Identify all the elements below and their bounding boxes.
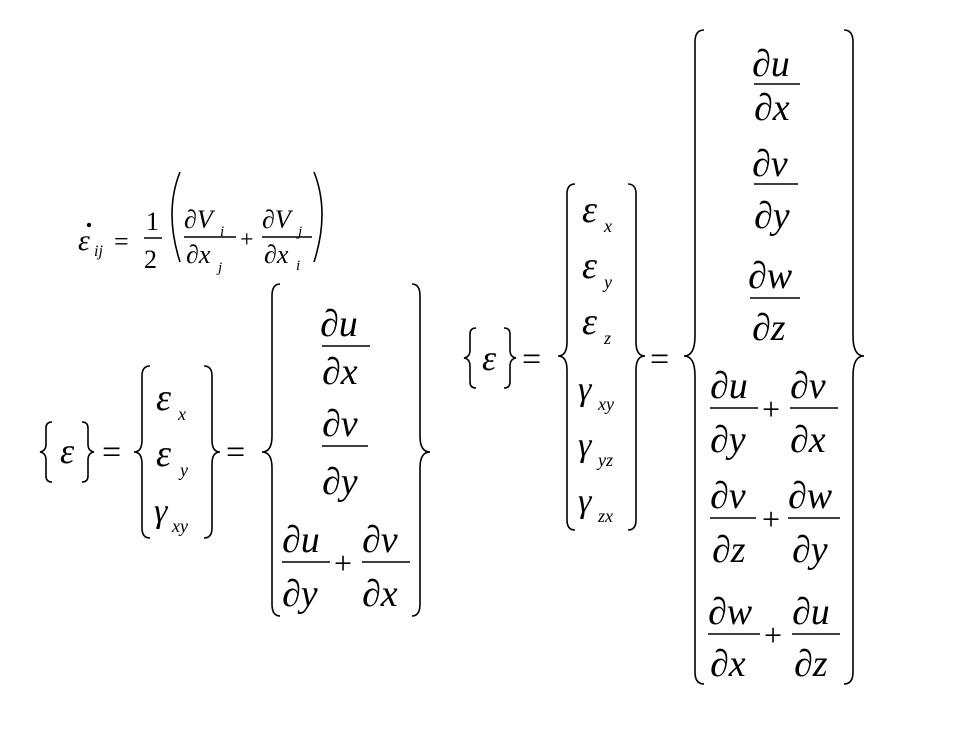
3d-term-2-denominator: ∂z: [752, 307, 786, 349]
3d-lhs-right-brace: [503, 327, 517, 389]
3d-equals-sign-1: =: [522, 341, 541, 378]
3d-term-4-numerator-2: ∂w: [788, 475, 833, 517]
2d-term-0-numerator: ∂u: [320, 303, 358, 345]
3d-term-4-plus: +: [762, 501, 780, 537]
2d-lhs-left-brace: [39, 421, 53, 483]
3d-term-1-denominator: ∂y: [754, 195, 790, 237]
3d-term-5-plus: +: [764, 617, 782, 653]
3d-vector-sym-4: γ: [578, 427, 593, 464]
3d-term-0-numerator: ∂u: [752, 43, 790, 85]
2d-vector-sub-0: x: [177, 404, 186, 424]
3d-vector-sub-4: yz: [596, 450, 613, 470]
3d-vector-sym-1: ε: [582, 245, 597, 287]
2d-vector-sym-0: ε: [156, 377, 171, 419]
2d-equals-sign-2: =: [226, 434, 245, 471]
3d-vector-sub-5: zx: [597, 506, 613, 526]
rate-t2-numerator-subscript: j: [296, 224, 302, 240]
half-denominator: 2: [144, 245, 157, 274]
2d-vector-sub-2: xy: [171, 516, 188, 536]
3d-vector-sub-1: y: [602, 272, 612, 292]
3d-vector-right-brace: [627, 183, 646, 531]
rate-right-paren: [313, 171, 323, 263]
3d-lhs-symbol: ε: [482, 338, 497, 378]
rate-t1-numerator: ∂V: [184, 205, 216, 234]
3d-vector-sub-3: xy: [597, 394, 614, 414]
3d-term-4-denominator-1: ∂z: [712, 529, 746, 571]
2d-vector-left-brace: [133, 365, 151, 539]
2d-term-2-plus: +: [334, 545, 352, 581]
rate-t1-numerator-subscript: i: [220, 224, 224, 240]
2d-lhs-symbol: ε: [60, 431, 75, 471]
2d-term-1-denominator: ∂y: [322, 461, 358, 503]
3d-terms-right-brace: [843, 29, 865, 685]
2d-vector-sym-1: ε: [156, 433, 171, 475]
rate-lhs-subscript: ij: [94, 243, 103, 260]
3d-vector-sym-5: γ: [578, 483, 593, 520]
2d-term-0-denominator: ∂x: [322, 351, 358, 393]
3d-lhs-left-brace: [463, 327, 477, 389]
2d-term-2-numerator-2: ∂v: [362, 519, 398, 561]
2d-terms-right-brace: [411, 283, 431, 617]
2d-vector-right-brace: [203, 365, 221, 539]
3d-vector-sub-0: x: [603, 216, 612, 236]
rate-t1-denominator: ∂x: [186, 240, 211, 269]
3d-vector-sym-3: γ: [578, 371, 593, 408]
3d-term-0-denominator: ∂x: [754, 87, 790, 129]
2d-term-2-numerator-1: ∂u: [282, 519, 320, 561]
rate-t1-denominator-subscript: j: [216, 260, 222, 276]
rate-t2-denominator-subscript: i: [296, 258, 300, 274]
2d-equals-sign-1: =: [102, 434, 121, 471]
3d-term-5-numerator-1: ∂w: [708, 591, 753, 633]
3d-term-3-denominator-1: ∂y: [710, 419, 746, 461]
2d-lhs-right-brace: [81, 421, 95, 483]
3d-vector-left-brace: [557, 183, 576, 531]
2d-term-2-denominator-2: ∂x: [362, 573, 398, 615]
rate-t2-denominator: ∂x: [264, 240, 289, 269]
2d-vector-sym-2: γ: [154, 493, 169, 530]
3d-term-3-numerator-2: ∂v: [790, 365, 826, 407]
3d-term-2-numerator: ∂w: [748, 255, 793, 297]
2d-terms-left-brace: [261, 283, 281, 617]
3d-term-3-plus: +: [762, 391, 780, 427]
2d-vector-sub-1: y: [178, 460, 188, 480]
3d-term-3-numerator-1: ∂u: [710, 365, 748, 407]
3d-term-5-numerator-2: ∂u: [792, 591, 830, 633]
3d-vector-sub-2: z: [603, 328, 611, 348]
rate-lhs-symbol: ε: [78, 224, 90, 257]
3d-term-1-numerator: ∂v: [752, 143, 788, 185]
strain-2d-equation: ε = ε x ε y γ xy = ∂u ∂x ∂v ∂y ∂u ∂y + ∂…: [39, 283, 431, 617]
3d-term-4-numerator-1: ∂v: [710, 475, 746, 517]
rate-dot-accent: [86, 222, 92, 228]
3d-terms-left-brace: [683, 29, 705, 685]
3d-term-3-denominator-2: ∂x: [790, 419, 826, 461]
3d-vector-sym-0: ε: [582, 189, 597, 231]
2d-term-1-numerator: ∂v: [322, 403, 358, 445]
2d-term-2-denominator-1: ∂y: [282, 573, 318, 615]
rate-t2-numerator: ∂V: [262, 205, 294, 234]
rate-left-paren: [171, 171, 181, 263]
3d-term-4-denominator-2: ∂y: [792, 529, 828, 571]
half-numerator: 1: [146, 207, 159, 236]
rate-plus-sign: +: [240, 227, 254, 253]
rate-equals-sign: =: [114, 227, 129, 256]
3d-term-5-denominator-1: ∂x: [710, 643, 746, 685]
3d-equals-sign-2: =: [650, 341, 669, 378]
3d-vector-sym-2: ε: [582, 301, 597, 343]
strain-3d-equation: ε = ε x ε y ε z γ xy γ yz γ zx = ∂u ∂x ∂…: [463, 29, 865, 685]
3d-term-5-denominator-2: ∂z: [794, 643, 828, 685]
strain-rate-equation: ε ij = 1 2 ∂V i ∂x j + ∂V j ∂x i: [78, 171, 323, 276]
